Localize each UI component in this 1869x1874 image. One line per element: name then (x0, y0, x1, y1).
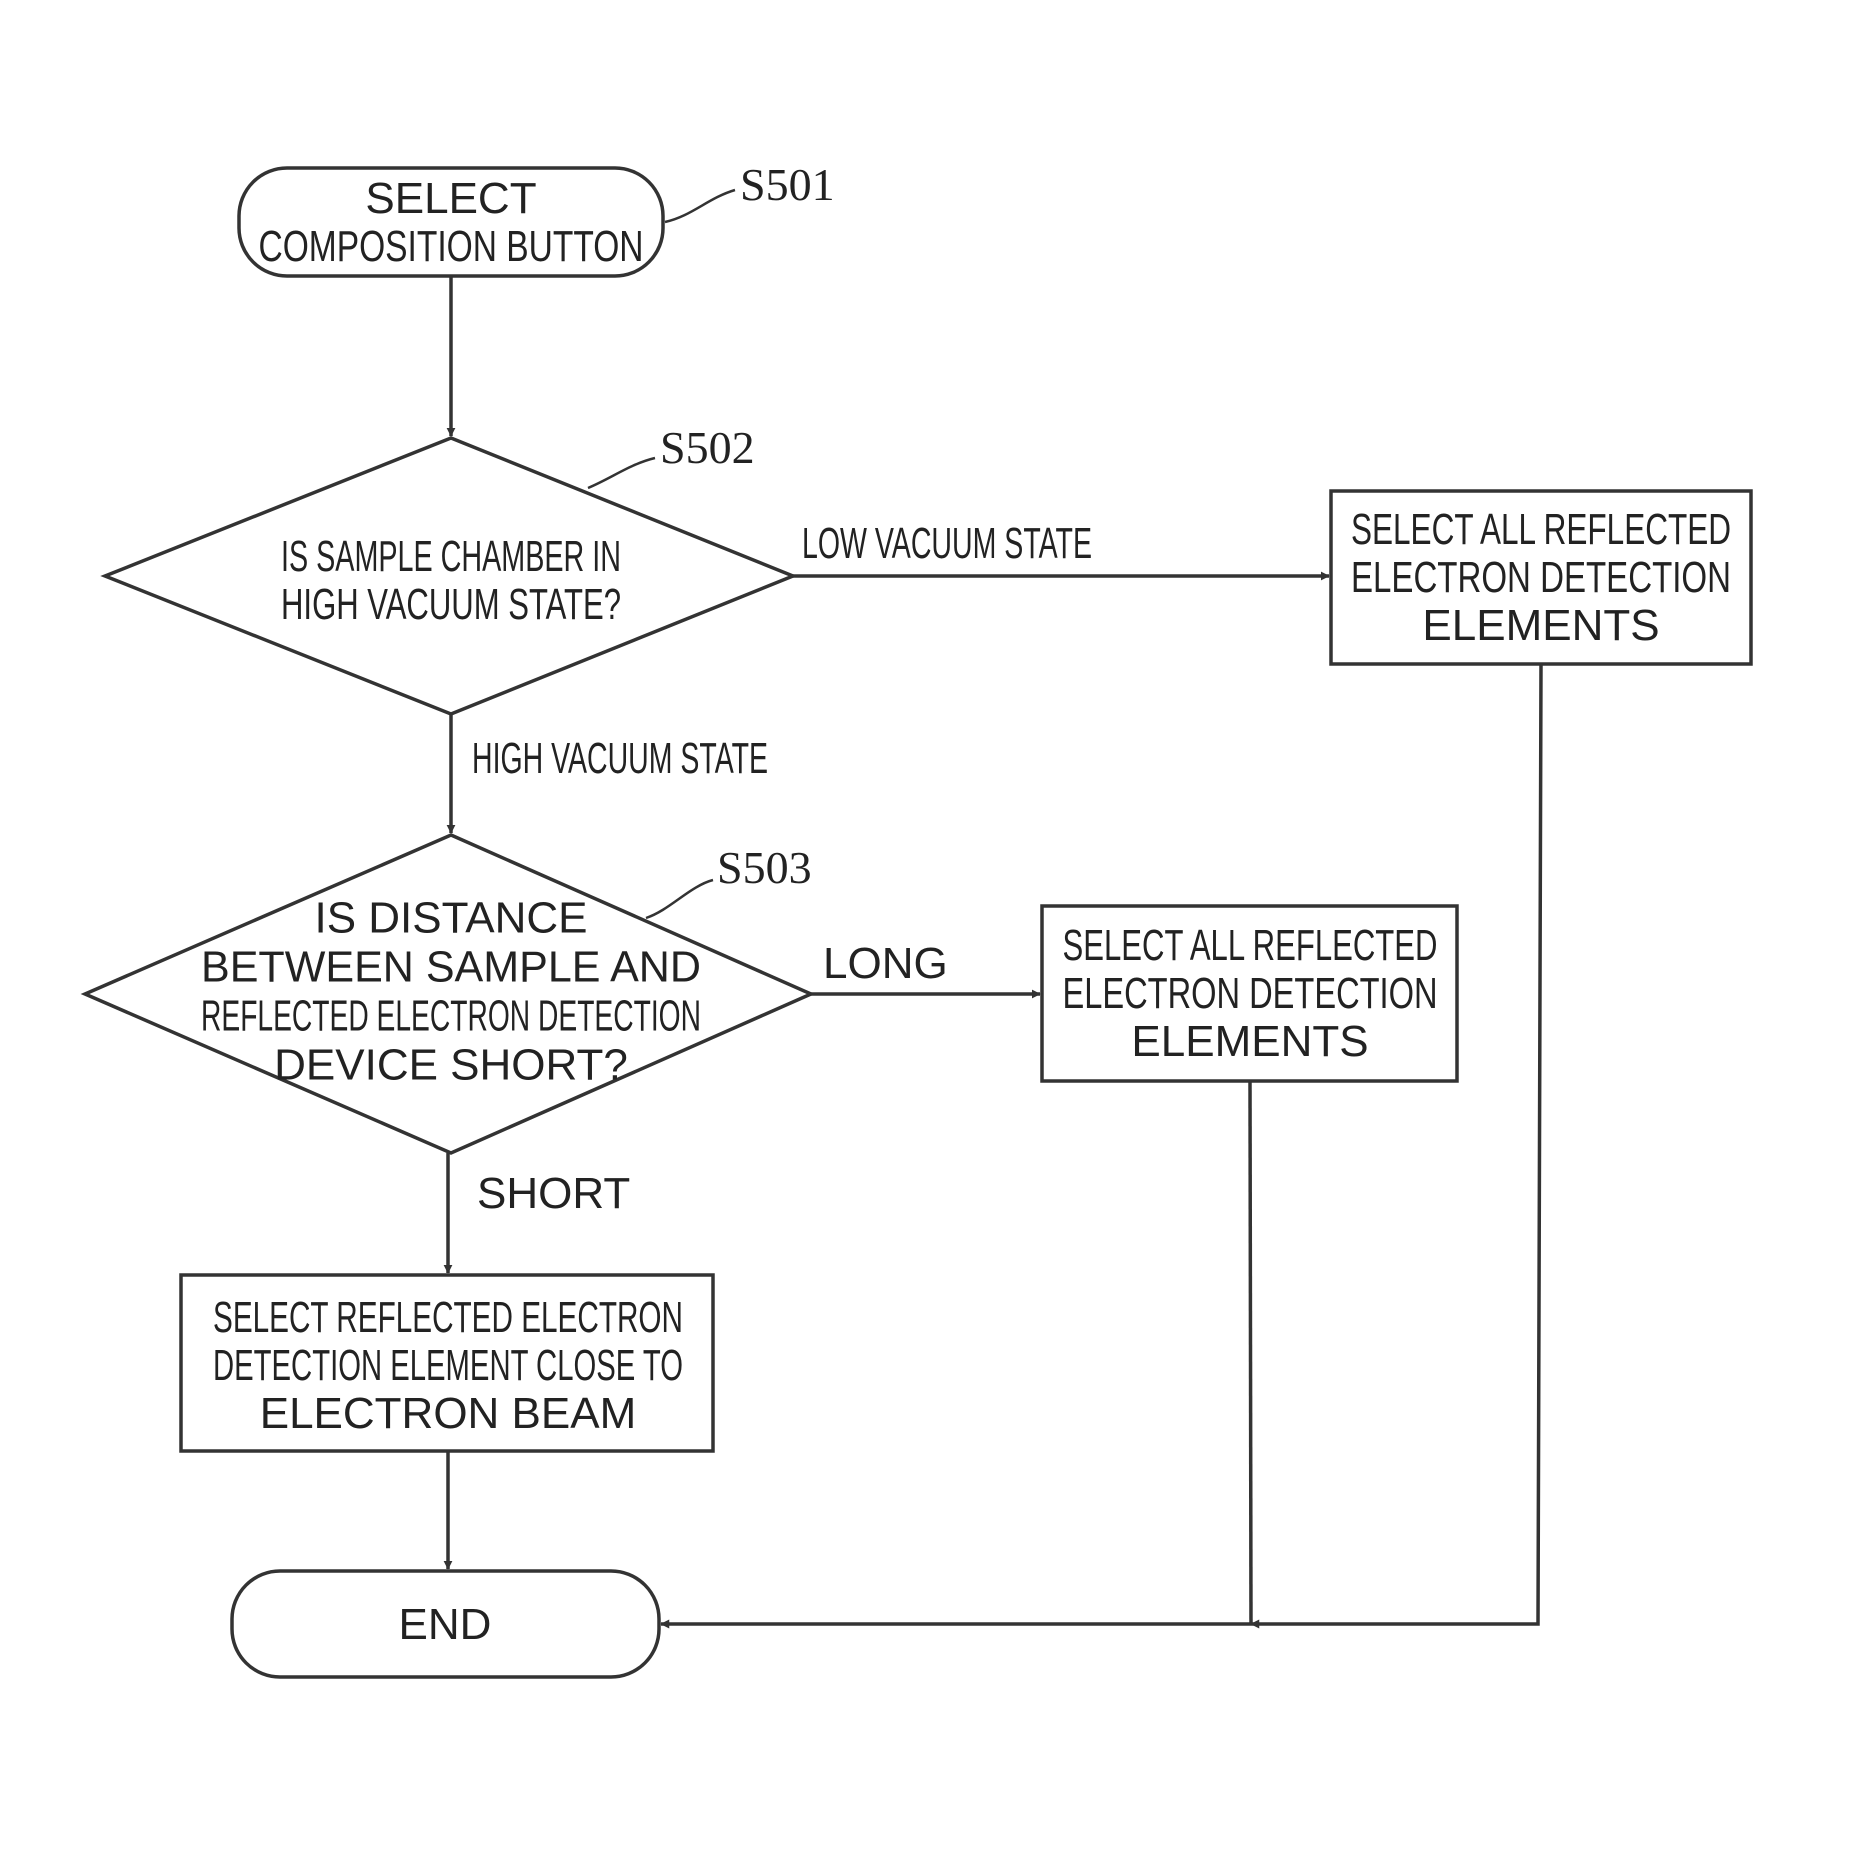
distance-decision-text-line: BETWEEN SAMPLE AND (201, 943, 701, 992)
edge-long-box-return (1250, 1081, 1251, 1624)
distance-decision-text-line: IS DISTANCE (314, 894, 587, 943)
select-close-text-line: DETECTION ELEMENT CLOSE TO (213, 1341, 683, 1390)
vacuum-decision-text-line: HIGH VACUUM STATE? (281, 580, 621, 629)
s503-leader (646, 880, 713, 918)
distance-decision-text-line: DEVICE SHORT? (274, 1041, 628, 1090)
select-close-text-line: SELECT REFLECTED ELECTRON (213, 1293, 683, 1342)
select-close-text-line: ELECTRON BEAM (260, 1389, 637, 1438)
edge-label-long: LONG (823, 939, 948, 988)
select-all-long-text-line: ELEMENTS (1131, 1017, 1368, 1066)
select-all-low-vacuum-text-line: SELECT ALL REFLECTED (1351, 505, 1731, 554)
edge-label-short: SHORT (477, 1169, 630, 1218)
end-terminal-text: END (399, 1600, 492, 1649)
s502-leader (588, 458, 655, 488)
select-close-text: SELECT REFLECTED ELECTRONDETECTION ELEME… (213, 1293, 683, 1438)
select-all-low-vacuum-text-line: ELEMENTS (1422, 601, 1659, 650)
vacuum-decision-text: IS SAMPLE CHAMBER INHIGH VACUUM STATE? (281, 532, 621, 629)
step-ref-s502: S502 (660, 422, 755, 473)
step-ref-s501: S501 (740, 159, 835, 210)
end-terminal-text-line: END (399, 1600, 492, 1649)
distance-decision-text-line: REFLECTED ELECTRON DETECTION (201, 992, 701, 1041)
select-all-low-vacuum-text-line: ELECTRON DETECTION (1351, 553, 1731, 602)
start-terminal-text-line: COMPOSITION BUTTON (259, 222, 644, 271)
vacuum-decision-text-line: IS SAMPLE CHAMBER IN (281, 532, 621, 581)
step-ref-s503: S503 (717, 842, 812, 893)
edge-label-high-vacuum: HIGH VACUUM STATE (472, 734, 768, 783)
s501-leader (665, 190, 735, 222)
select-all-long-text-line: ELECTRON DETECTION (1063, 969, 1438, 1018)
start-terminal-text-line: SELECT (365, 174, 536, 223)
edge-label-low-vacuum: LOW VACUUM STATE (802, 519, 1092, 568)
edge-low-box-return (1251, 664, 1541, 1624)
select-all-long-text-line: SELECT ALL REFLECTED (1063, 921, 1438, 970)
